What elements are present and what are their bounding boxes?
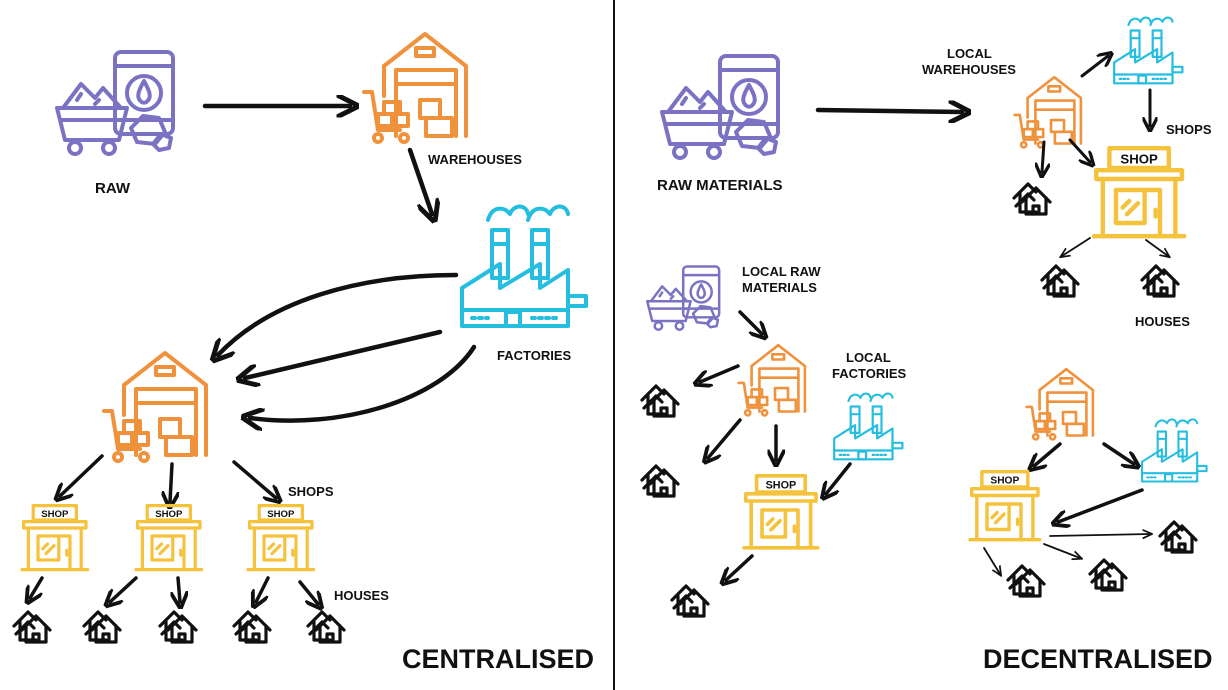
- shop-sign: SHOP: [990, 476, 1019, 487]
- house-icon: [1140, 264, 1180, 298]
- shop-to-house-arrow: [1145, 239, 1168, 256]
- centralised-panel: RAW WAREHOUSES FACTORIES SHOPS SHOP SHOP: [12, 32, 594, 674]
- local-factory-icon: [1113, 16, 1184, 85]
- warehouse-to-factory-arrow: [407, 147, 432, 214]
- shop-sign: SHOP: [1120, 152, 1158, 167]
- shop-to-house-arrow: [256, 576, 270, 602]
- warehouse-to-house-arrow: [1042, 140, 1044, 172]
- house-icon: [670, 584, 710, 618]
- houses-right-label: HOUSES: [1135, 314, 1190, 329]
- factories-label: FACTORIES: [497, 348, 571, 363]
- warehouse-to-shop-arrow: [1034, 442, 1062, 466]
- raw-label: RAW: [95, 180, 131, 197]
- shop-sign: SHOP: [766, 479, 797, 491]
- warehouse-icon: [362, 32, 468, 144]
- local-warehouses-label-1: LOCAL: [947, 46, 992, 61]
- shop-to-house-arrow: [1062, 237, 1091, 256]
- shop-to-house-arrow: [110, 576, 138, 602]
- local-raw-label-2: MATERIALS: [742, 280, 817, 295]
- factory-to-shop-arrow: [1058, 488, 1144, 522]
- house-icon: [158, 610, 198, 644]
- local-factory-icon: [833, 392, 904, 461]
- warehouse-to-shop-arrow-2: [170, 462, 172, 502]
- house-icon: [1006, 564, 1046, 598]
- raw-materials-icon: [55, 50, 175, 156]
- factory-to-warehouse-arrow-2: [245, 329, 443, 378]
- local-factories-label-1: LOCAL: [846, 350, 891, 365]
- house-icon: [232, 610, 272, 644]
- house-icon: [82, 610, 122, 644]
- local-warehouse-icon: [1025, 367, 1095, 441]
- local-warehouses-label-2: WAREHOUSES: [922, 62, 1016, 77]
- warehouse-to-house-arrow: [708, 418, 742, 458]
- factory-to-warehouse-arrow-3: [250, 344, 477, 421]
- shop-sign: SHOP: [41, 509, 69, 520]
- factory-to-shop-arrow: [826, 462, 852, 494]
- raw-to-local-warehouse-arrow: [815, 110, 962, 112]
- house-icon: [640, 384, 680, 418]
- house-icon: [1040, 264, 1080, 298]
- decentralised-panel: RAW MATERIALS LOCAL WAREHOUSES SHOPS SHO…: [640, 16, 1213, 674]
- shop-to-house-arrow: [178, 576, 180, 602]
- shop-to-house-arrow: [983, 547, 1000, 574]
- house-icon: [12, 610, 52, 644]
- warehouses-label: WAREHOUSES: [428, 152, 522, 167]
- factory-icon: [460, 204, 588, 328]
- warehouse-to-factory-arrow: [1080, 56, 1108, 78]
- shop-sign: SHOP: [155, 509, 183, 520]
- local-raw-materials-icon: [645, 265, 721, 331]
- house-icon: [1088, 558, 1128, 592]
- house-icon: [1158, 520, 1198, 554]
- house-icon: [306, 610, 346, 644]
- warehouse-to-shop-arrow-3: [232, 460, 276, 498]
- local-factories-label-2: FACTORIES: [832, 366, 906, 381]
- decentralised-title: DECENTRALISED: [983, 644, 1213, 674]
- local-factory-icon: [1141, 418, 1208, 483]
- shop-sign: SHOP: [267, 509, 295, 520]
- local-warehouse-icon: [737, 343, 807, 417]
- warehouse-to-house-arrow: [700, 364, 740, 382]
- house-icon: [1012, 182, 1052, 216]
- houses-label: HOUSES: [334, 588, 389, 603]
- local-raw-label-1: LOCAL RAW: [742, 264, 821, 279]
- warehouse-to-shop-arrow-1: [60, 454, 104, 496]
- centralised-title: CENTRALISED: [402, 644, 594, 674]
- raw-materials-label: RAW MATERIALS: [657, 177, 783, 194]
- raw-materials-icon: [660, 54, 780, 160]
- warehouse-to-factory-arrow: [1102, 442, 1134, 464]
- shop-to-house-arrow: [30, 576, 44, 598]
- raw-to-warehouse-arrow: [738, 310, 762, 334]
- warehouse-to-shop-arrow: [1068, 138, 1090, 162]
- shops-label: SHOPS: [288, 484, 334, 499]
- shop-to-house-arrow: [726, 554, 754, 580]
- shop-to-house-arrow: [298, 580, 318, 604]
- house-icon: [640, 464, 680, 498]
- local-warehouse-icon: [1013, 75, 1083, 149]
- shop-to-house-arrow: [1049, 534, 1150, 536]
- factory-to-warehouse-arrow-1: [218, 272, 459, 355]
- shop-to-house-arrow: [1043, 543, 1080, 558]
- shops-right-label: SHOPS: [1166, 122, 1212, 137]
- central-warehouse-icon: [102, 351, 208, 463]
